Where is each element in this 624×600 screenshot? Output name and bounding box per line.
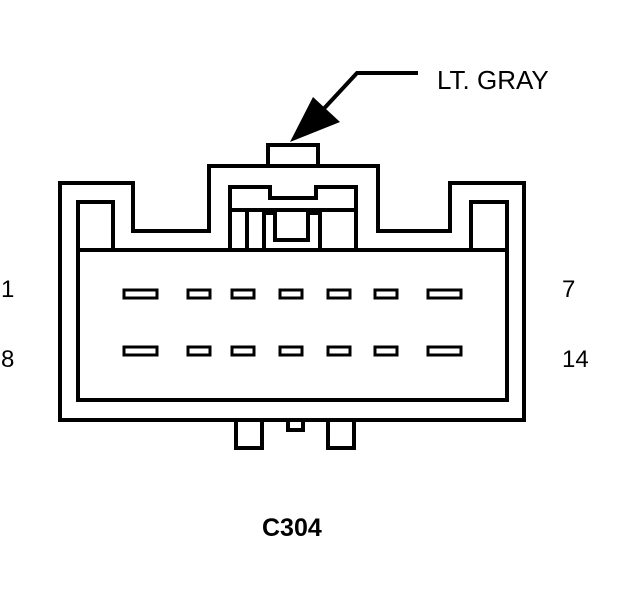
- pin-13: [373, 345, 399, 357]
- pin-2: [186, 288, 212, 300]
- pin-9: [186, 345, 212, 357]
- latch-inner: [230, 208, 356, 250]
- pin-6: [373, 288, 399, 300]
- latch-channel: [228, 185, 358, 250]
- pin-label-bottom-right: 14: [562, 346, 589, 373]
- wire-color-label: LT. GRAY: [437, 65, 549, 95]
- pin-label-top-left: 1: [1, 276, 14, 303]
- leader-line: [316, 71, 418, 117]
- arrowhead: [290, 97, 340, 142]
- pin-row-top: [122, 288, 463, 300]
- latch-slot: [262, 211, 322, 250]
- locking-tab: [266, 143, 320, 168]
- foot-center: [286, 420, 305, 432]
- pin-8: [122, 345, 159, 357]
- pin-label-top-right: 7: [562, 276, 575, 303]
- pin-11: [278, 345, 304, 357]
- pin-label-bottom-left: 8: [1, 346, 14, 373]
- pin-7: [426, 288, 463, 300]
- pin-1: [122, 288, 159, 300]
- foot-left: [234, 420, 264, 450]
- pin-4: [278, 288, 304, 300]
- latch-slot-top: [262, 210, 322, 213]
- pin-10: [230, 345, 256, 357]
- pin-5: [326, 288, 352, 300]
- connector-id-label: C304: [262, 514, 322, 542]
- color-callout: LT. GRAY: [290, 65, 549, 142]
- outer-body: [58, 164, 526, 422]
- pin-12: [326, 345, 352, 357]
- foot-right: [326, 420, 356, 450]
- pin-14: [426, 345, 463, 357]
- pin-row-bottom: [122, 345, 463, 357]
- inner-cavity: [76, 200, 509, 402]
- bottom-feet: [234, 420, 356, 450]
- pin-3: [230, 288, 256, 300]
- connector-housing: [58, 143, 526, 422]
